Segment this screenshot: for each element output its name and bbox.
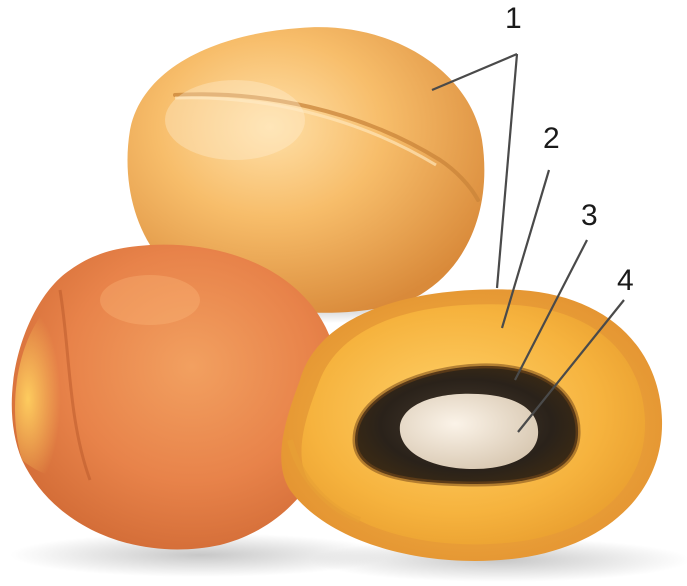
- callout-label-4: 4: [617, 266, 634, 296]
- leader-line-1a: [432, 54, 517, 90]
- callout-label-3: 3: [581, 201, 598, 231]
- leader-line-1b: [497, 54, 517, 288]
- whole-apricot-left: [12, 245, 339, 550]
- cut-apricot-half: [281, 289, 662, 561]
- callout-label-1: 1: [505, 4, 522, 34]
- callout-label-2: 2: [543, 124, 560, 154]
